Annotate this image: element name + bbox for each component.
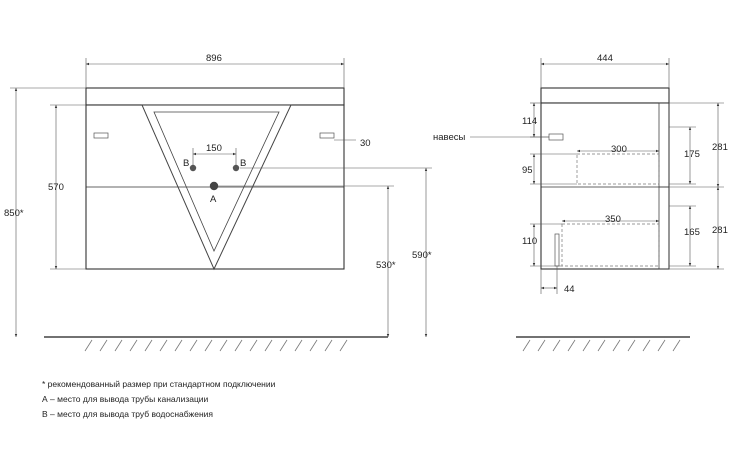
front-hinge-left xyxy=(93,132,109,139)
side-drawer-top xyxy=(576,153,660,185)
dim-drawer-top-height: 95 xyxy=(522,165,533,176)
dim-total-height: 850* xyxy=(4,208,24,219)
label-b-left: B xyxy=(183,158,189,169)
dim-depth: 444 xyxy=(597,53,613,64)
side-cabinet xyxy=(540,102,670,270)
label-b-right: B xyxy=(240,158,246,169)
note-a: А – место для вывода трубы канализации xyxy=(42,394,209,404)
dim-cabinet-height: 570 xyxy=(48,182,64,193)
side-drawer-bottom xyxy=(561,223,660,267)
dim-width: 896 xyxy=(206,53,222,64)
dim-supply-height: 590* xyxy=(412,250,432,261)
dim-back-offset: 44 xyxy=(564,284,575,295)
dim-drain-height: 530* xyxy=(376,260,396,271)
front-v-decor-inner xyxy=(153,111,280,252)
notes: * рекомендованный размер при стандартном… xyxy=(42,379,276,419)
front-floor-hatch xyxy=(84,339,348,352)
dim-drawer-top-depth: 300 xyxy=(611,144,627,155)
dim-top-offset: 114 xyxy=(522,116,537,127)
side-view: навесы 444 114 300 95 350 110 175 xyxy=(433,53,728,352)
dim-front-height-top: 281 xyxy=(712,142,728,153)
dim-drawer-top-inner: 175 xyxy=(684,149,700,160)
dim-hole-spacing: 150 xyxy=(206,143,222,154)
front-hinge-right xyxy=(319,132,335,139)
dim-hinge-offset: 30 xyxy=(360,138,371,149)
front-v-decor-outer xyxy=(141,104,292,271)
dim-drawer-bottom-depth: 350 xyxy=(605,214,621,225)
note-recommended: * рекомендованный размер при стандартном… xyxy=(42,379,276,389)
dim-drawer-bottom-inner: 165 xyxy=(684,227,700,238)
front-view: B B A 896 150 30 570 850* 530* 590* xyxy=(4,53,432,352)
front-countertop xyxy=(85,87,345,106)
side-floor-hatch xyxy=(522,339,681,352)
label-a: A xyxy=(210,194,217,205)
side-countertop xyxy=(540,87,670,104)
note-b: В – место для вывода труб водоснабжения xyxy=(42,409,213,419)
dim-front-height-bottom: 281 xyxy=(712,225,728,236)
hole-a xyxy=(209,181,219,191)
hinges-label: навесы xyxy=(433,132,466,143)
dim-drawer-bottom-height: 110 xyxy=(522,236,537,247)
